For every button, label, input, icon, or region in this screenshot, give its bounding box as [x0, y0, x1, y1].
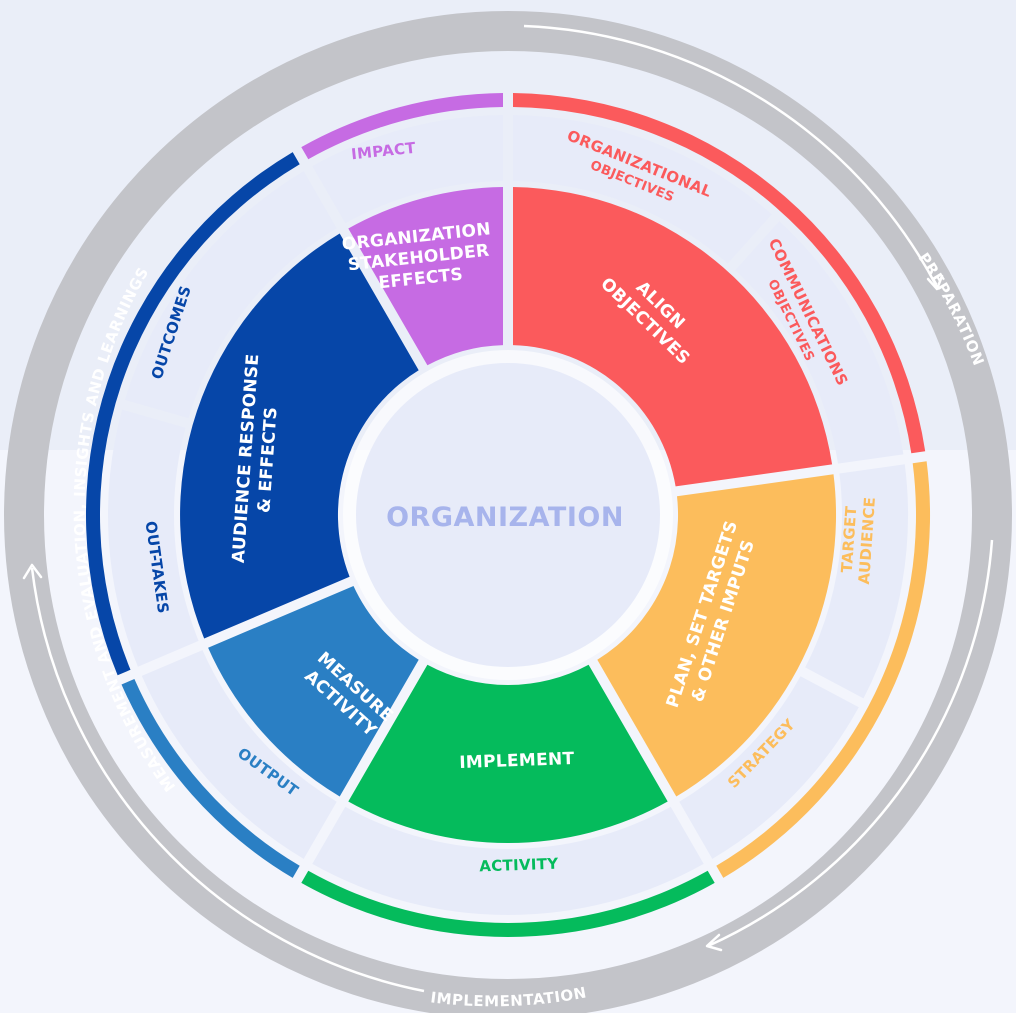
- ring-arrow-preparation: [523, 24, 939, 288]
- process-ring: [4, 11, 1012, 1013]
- ring-arrow-measurement: [30, 567, 425, 993]
- segment-panel-plan-2: [679, 676, 859, 859]
- segment-core-align: [513, 187, 833, 487]
- segment-band-audience: [85, 152, 300, 676]
- segment-panel-plan-1: [805, 464, 909, 699]
- inner-label-implement: IMPLEMENT: [459, 749, 575, 773]
- segment-panel-implement-1: [312, 806, 704, 916]
- svg-text:TARGET: TARGET: [838, 505, 861, 573]
- outer-label-target-audience: TARGET AUDIENCE: [838, 496, 879, 585]
- segment-panel-align-1: [513, 115, 772, 264]
- arrowhead-icon: [22, 563, 43, 580]
- ring-arrow-implementation: [707, 539, 994, 948]
- segment-band-impact: [301, 93, 503, 160]
- svg-text:IMPLEMENT: IMPLEMENT: [459, 749, 575, 773]
- center-circle: [356, 363, 660, 667]
- segment-band-implement: [301, 870, 715, 937]
- segment-band-plan: [716, 461, 931, 878]
- segment-core-implement: [348, 664, 668, 844]
- arrowhead-icon: [705, 933, 723, 952]
- segment-core-impact: [348, 187, 503, 366]
- segment-layer: [85, 93, 931, 937]
- outer-label-activity: ACTIVITY: [479, 855, 560, 876]
- segment-panel-align-2: [735, 221, 904, 464]
- arrowhead-icon: [926, 274, 944, 291]
- segment-panel-audience-2: [124, 171, 337, 419]
- segment-panel-audience-1: [107, 409, 199, 667]
- segment-band-align: [513, 93, 926, 454]
- segment-panel-measure-1: [141, 650, 337, 859]
- segment-core-plan: [597, 474, 837, 797]
- center-label: ORGANIZATION: [386, 502, 624, 533]
- segment-band-measure: [121, 679, 300, 878]
- segment-core-audience: [180, 233, 419, 639]
- segment-core-measure: [208, 586, 419, 797]
- segment-panel-impact-1: [312, 115, 503, 224]
